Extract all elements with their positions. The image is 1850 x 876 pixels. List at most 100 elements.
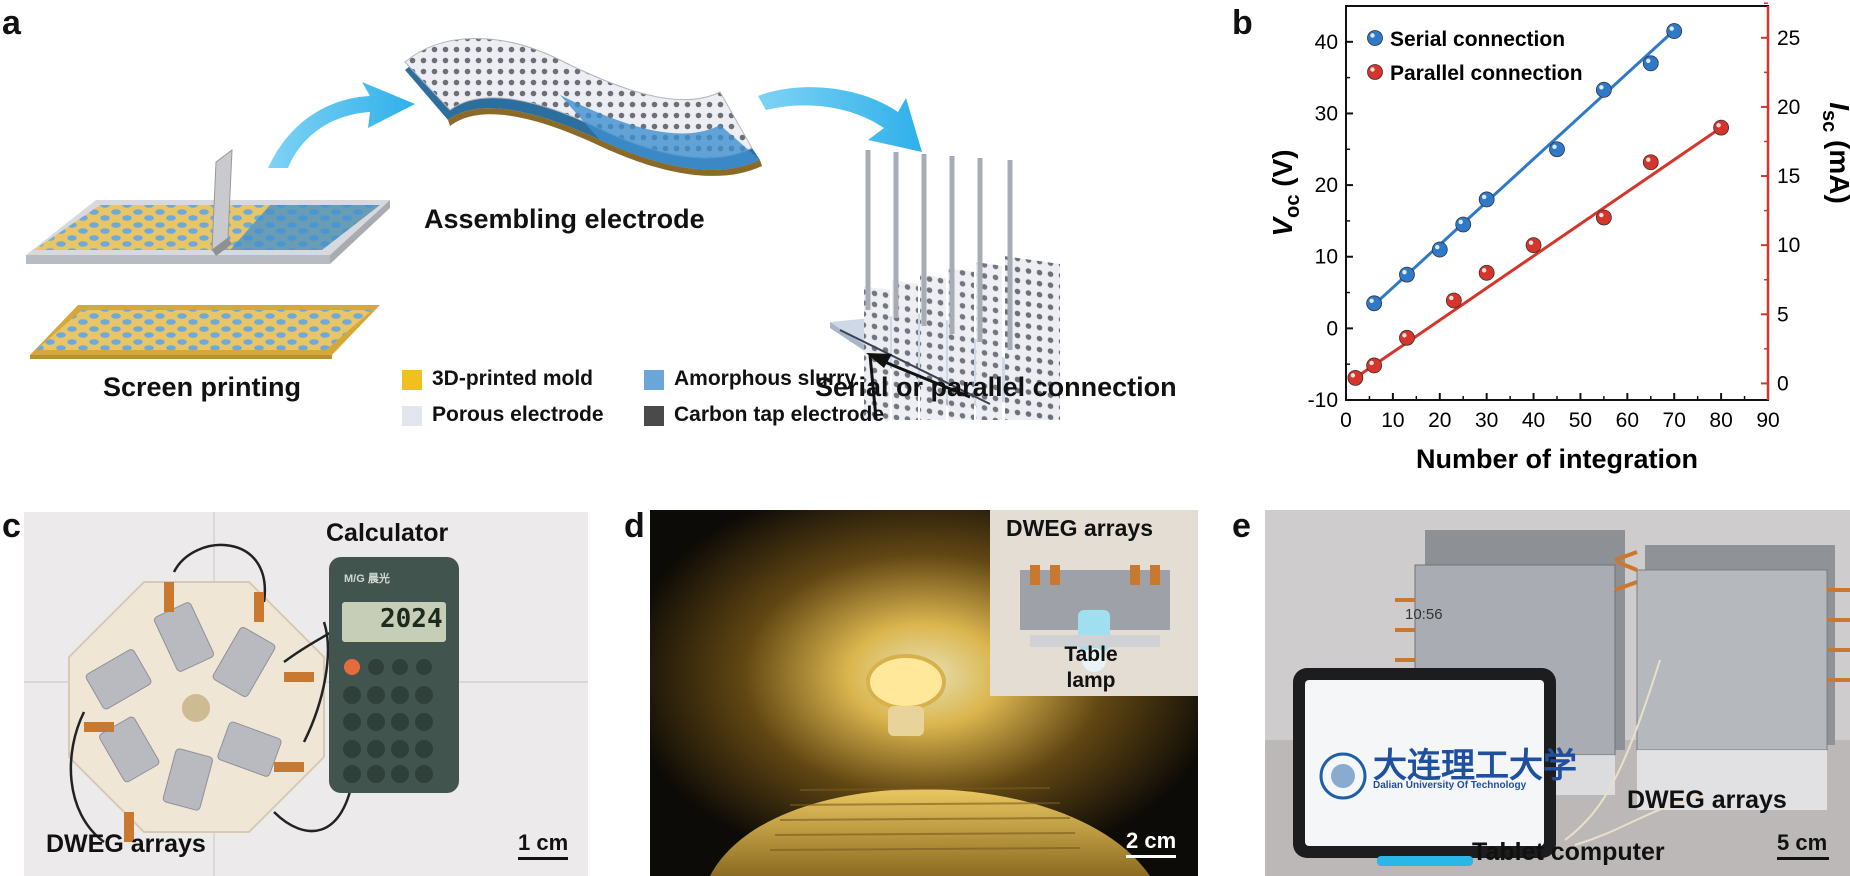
- data-point-highlight: [1599, 212, 1604, 218]
- legend-label: Serial connection: [1390, 28, 1565, 51]
- inset-drawing: [1020, 565, 1170, 672]
- data-point-highlight: [1528, 240, 1534, 245]
- panel-letter-c: c: [2, 507, 21, 545]
- y-right-tick-label: 0: [1777, 372, 1789, 395]
- data-point-serial: [1431, 241, 1448, 258]
- fit-line-serial: [1373, 29, 1676, 306]
- y-right-tick-label: 15: [1777, 165, 1800, 188]
- panel-e-photo-drawing: [1265, 530, 1850, 876]
- scale-bar-d-label: 2 cm: [1126, 828, 1177, 853]
- legend-swatch-slurry: [644, 370, 664, 390]
- data-point-highlight: [1402, 333, 1407, 338]
- data-point-highlight: [1716, 122, 1721, 128]
- y-left-tick-label: -10: [1308, 389, 1338, 412]
- panel-a-illustration: [26, 38, 1060, 420]
- data-points: [1347, 23, 1730, 386]
- data-point-serial: [1549, 141, 1565, 158]
- label-e-dweg-arrays: DWEG arrays: [1627, 786, 1787, 814]
- calculator-icon: [329, 557, 459, 793]
- data-point-serial: [1642, 55, 1659, 72]
- legend-marker-highlight: [1370, 33, 1375, 38]
- y-right-tick-label: 25: [1777, 27, 1800, 50]
- data-point-highlight: [1449, 295, 1454, 301]
- x-tick-label: 70: [1663, 409, 1686, 432]
- legend-label-porous: Porous electrode: [432, 403, 604, 426]
- caption-assembling-electrode: Assembling electrode: [424, 204, 705, 234]
- data-point-parallel: [1347, 369, 1364, 386]
- data-point-highlight: [1552, 144, 1557, 149]
- data-point-highlight: [1402, 269, 1407, 275]
- caption-screen-printing: Screen printing: [103, 372, 302, 402]
- data-point-serial: [1455, 216, 1472, 233]
- data-point-highlight: [1350, 373, 1356, 378]
- electrode-stack-icon: [830, 150, 1060, 420]
- panel-c-photo: M/G 晨光 2024 Calculator DWEG arrays 1 cm: [24, 512, 588, 876]
- data-point-parallel: [1713, 119, 1730, 136]
- data-point-parallel: [1399, 329, 1415, 346]
- data-point-highlight: [1369, 298, 1374, 303]
- calculator-display: 2024: [380, 604, 443, 634]
- panel-d-inset: DWEG arrays Table lamp: [990, 510, 1198, 696]
- y-right-axis-label: Isc (mA): [1818, 102, 1850, 204]
- panel-letter-d: d: [624, 507, 645, 545]
- scale-bar-e-label: 5 cm: [1777, 830, 1828, 855]
- label-d-dweg-arrays: DWEG arrays: [1006, 515, 1154, 541]
- tablet-university-cn: 大连理工大学: [1373, 746, 1577, 786]
- panel-c-photo-drawing: [24, 512, 588, 876]
- legend-marker: [1367, 30, 1383, 46]
- x-tick-label: 0: [1340, 409, 1352, 432]
- data-point-serial: [1666, 23, 1683, 39]
- y-left-axis-label: Voc (V): [1267, 149, 1304, 236]
- data-point-parallel: [1525, 237, 1542, 254]
- data-point-highlight: [1481, 268, 1487, 273]
- x-tick-label: 90: [1756, 409, 1779, 432]
- calculator-brand: M/G 晨光: [344, 573, 390, 585]
- data-point-parallel: [1445, 292, 1462, 309]
- pointer-arrow-icon: [866, 353, 971, 399]
- caption-serial-parallel: Serial or parallel connection: [815, 372, 1177, 402]
- arrow-2-icon: [758, 87, 922, 152]
- data-point-parallel: [1478, 264, 1495, 281]
- y-left-tick-label: 10: [1315, 246, 1338, 269]
- y-left-tick-label: 40: [1315, 31, 1338, 54]
- y-right-tick-label: 20: [1777, 96, 1800, 119]
- arrow-1-icon: [268, 82, 415, 168]
- tablet-university-en: Dalian University Of Technology: [1373, 780, 1527, 791]
- tablet-icon: [1293, 668, 1556, 866]
- flexible-electrode-icon: [404, 38, 762, 176]
- y-right-tick-label: 10: [1777, 234, 1800, 257]
- legend-label-mold: 3D-printed mold: [432, 367, 593, 390]
- y-right-tick-label: 5: [1777, 303, 1789, 326]
- x-tick-label: 20: [1428, 409, 1451, 432]
- legend-marker-highlight: [1370, 67, 1375, 72]
- data-point-serial: [1595, 81, 1612, 98]
- scale-bar-c-label: 1 cm: [518, 830, 569, 855]
- dweg-stack-right: [1616, 545, 1850, 810]
- x-tick-label: 10: [1381, 409, 1404, 432]
- label-calculator: Calculator: [326, 519, 449, 547]
- data-point-serial: [1399, 266, 1415, 283]
- data-point-highlight: [1481, 194, 1487, 200]
- fit-line-parallel: [1354, 126, 1722, 380]
- scale-bar-c: [518, 857, 568, 860]
- x-tick-label: 80: [1709, 409, 1732, 432]
- panel-letter-e: e: [1232, 507, 1251, 545]
- fit-lines: [1354, 29, 1722, 380]
- panel-letter-a: a: [2, 4, 21, 42]
- legend-swatch-mold: [402, 370, 422, 390]
- data-point-highlight: [1458, 219, 1463, 225]
- y-left-tick-label: 0: [1326, 317, 1338, 340]
- data-point-highlight: [1669, 26, 1674, 31]
- lamp-icon: [866, 654, 946, 736]
- data-point-highlight: [1435, 244, 1440, 250]
- data-point-highlight: [1369, 360, 1374, 366]
- legend-label-slurry: Amorphous slurry: [674, 367, 857, 390]
- legend-swatch-carbon: [644, 406, 664, 426]
- panel-e-photo: 10:56 大连理工大学 Dalian University Of Techno…: [1265, 510, 1850, 876]
- data-point-serial: [1478, 191, 1495, 208]
- legend-label: Parallel connection: [1390, 62, 1583, 85]
- y-left-tick-label: 30: [1315, 102, 1338, 125]
